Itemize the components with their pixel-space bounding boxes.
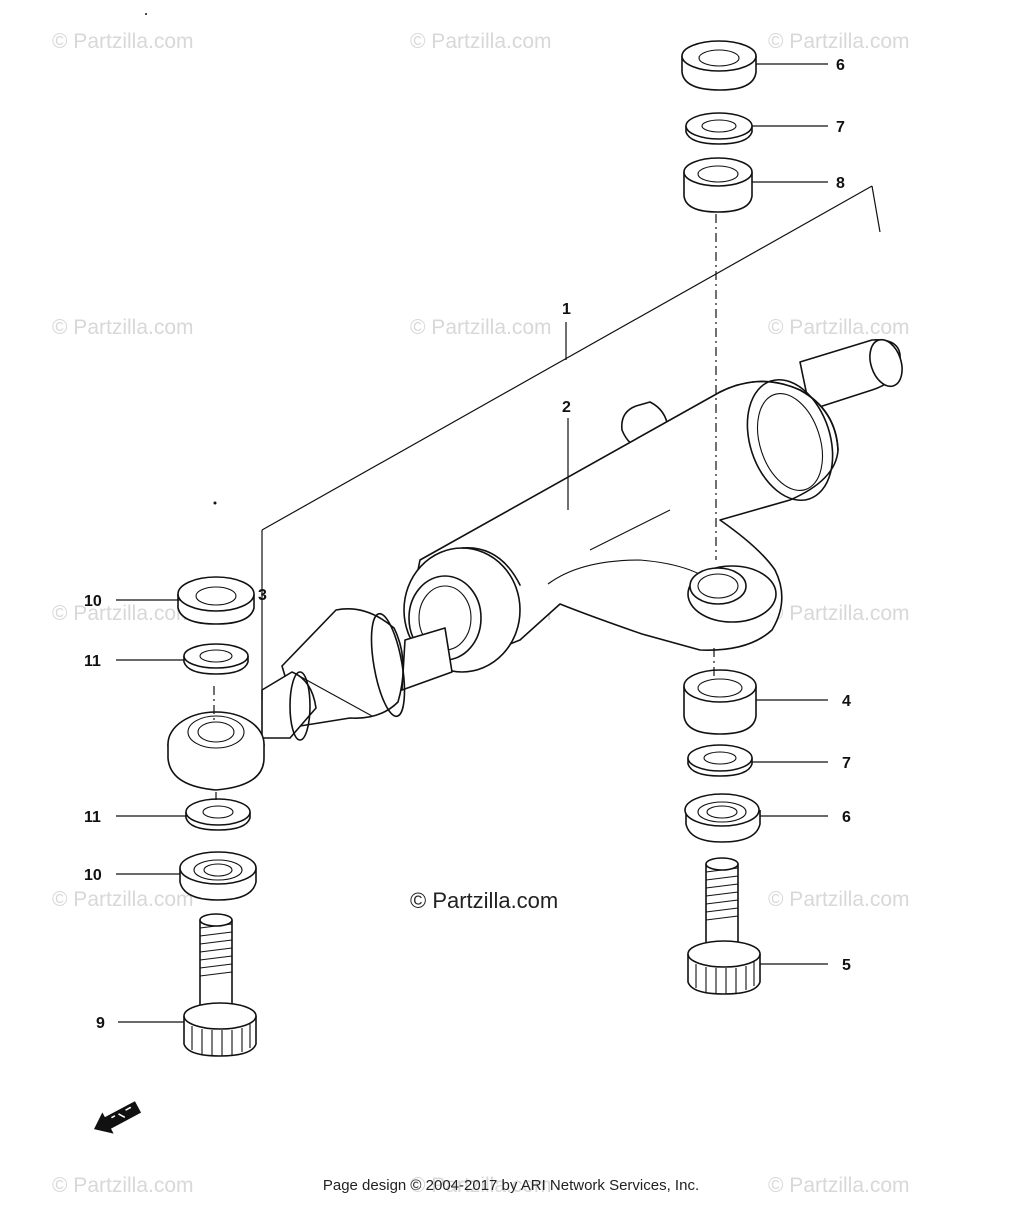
callout-8: 8 xyxy=(836,175,845,192)
bolt-5 xyxy=(687,857,761,995)
callout-7-top: 7 xyxy=(836,119,845,136)
watermark: © Partzilla.com xyxy=(768,316,910,339)
seal-6-lower xyxy=(684,793,761,843)
washer-11-upper xyxy=(183,643,249,675)
callout-7-lower: 7 xyxy=(842,755,851,772)
watermark: © Partzilla.com xyxy=(768,602,910,625)
assembly-lines xyxy=(213,185,881,800)
right-hardware-stack xyxy=(681,40,761,995)
watermark: © Partzilla.com xyxy=(52,1174,194,1197)
callout-numbers: 1 2 3 4 5 6 6 7 7 8 9 10 10 11 11 xyxy=(84,57,851,1032)
spacer-8 xyxy=(683,157,753,213)
callout-2: 2 xyxy=(562,399,571,416)
watermark: © Partzilla.com xyxy=(410,316,552,339)
bearing-4 xyxy=(683,669,757,735)
callout-5: 5 xyxy=(842,957,851,974)
left-hardware-stack xyxy=(177,576,257,1057)
washer-7-lower xyxy=(687,744,753,777)
cushion-lever-assembly xyxy=(167,338,903,791)
front-arrow-icon xyxy=(93,1101,142,1134)
washer-7-top xyxy=(685,112,753,145)
callout-1: 1 xyxy=(562,301,571,318)
bolt-9 xyxy=(183,913,257,1057)
watermark: © Partzilla.com xyxy=(768,30,910,53)
watermark-center: © Partzilla.com xyxy=(410,888,558,913)
watermark: © Partzilla.com xyxy=(768,888,910,911)
watermark: © Partzilla.com xyxy=(52,30,194,53)
callout-10-lower: 10 xyxy=(84,867,102,884)
callout-6-lower: 6 xyxy=(842,809,851,826)
callout-leaders xyxy=(116,63,828,1023)
seal-10-upper xyxy=(177,576,255,625)
callout-6-top: 6 xyxy=(836,57,845,74)
watermark: © Partzilla.com xyxy=(410,30,552,53)
callout-10-upper: 10 xyxy=(84,593,102,610)
watermark: © Partzilla.com xyxy=(768,1174,910,1197)
watermark: © Partzilla.com xyxy=(52,316,194,339)
watermark: © Partzilla.com xyxy=(410,1174,552,1197)
watermark: © Partzilla.com xyxy=(52,888,194,911)
callout-11-upper: 11 xyxy=(84,653,101,670)
callout-11-lower: 11 xyxy=(84,809,101,826)
washer-11-lower xyxy=(185,798,251,831)
callout-4: 4 xyxy=(842,693,851,710)
callout-3: 3 xyxy=(258,587,267,604)
watermark: © Partzilla.com xyxy=(52,602,194,625)
seal-10-lower xyxy=(179,851,257,901)
seal-6-top xyxy=(681,40,757,91)
page-footer: Page design © 2004-2017 by ARI Network S… xyxy=(323,1177,699,1194)
callout-9: 9 xyxy=(96,1015,105,1032)
